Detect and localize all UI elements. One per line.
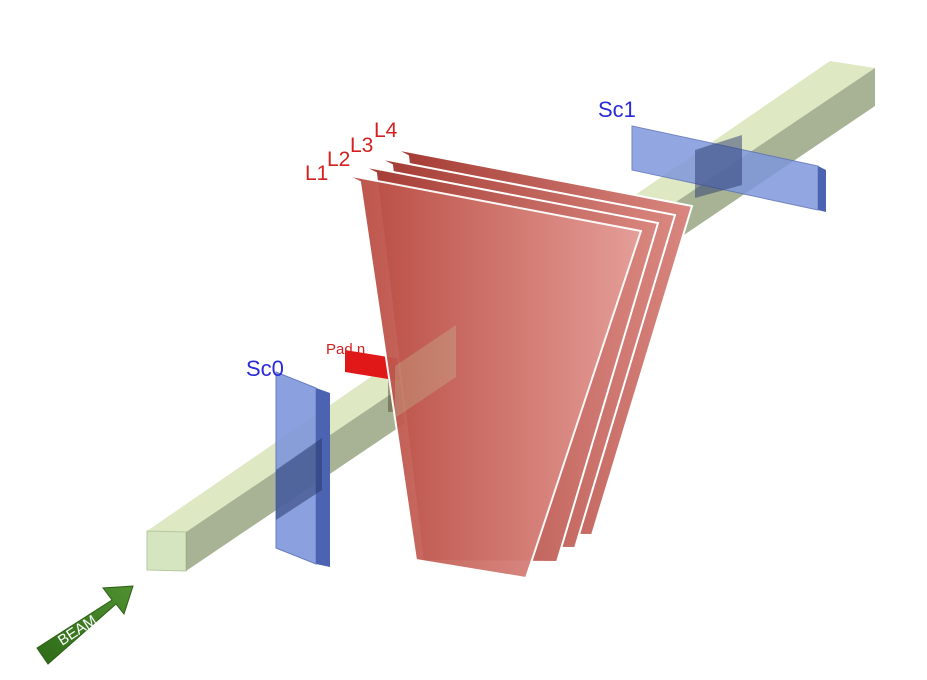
layer-l1 xyxy=(345,174,643,580)
detector-layers xyxy=(345,148,694,580)
sc0-edge xyxy=(316,388,330,567)
sc1-beam-crossing xyxy=(695,135,742,198)
beam-arrow: BEAM xyxy=(36,585,134,665)
sc1-label: Sc1 xyxy=(598,97,636,122)
layer-label-l1: L1 xyxy=(305,162,328,185)
scintillator-sc1 xyxy=(631,125,826,212)
layer-label-l4: L4 xyxy=(374,119,398,142)
pad-n-label: Pad n xyxy=(326,341,365,358)
sc0-label: Sc0 xyxy=(246,356,284,381)
beam-label: BEAM xyxy=(55,612,100,649)
layer-label-l3: L3 xyxy=(350,134,373,157)
beam-arrow-shape xyxy=(36,585,134,665)
beam-pipe-front xyxy=(146,530,187,572)
sc0-beam-crossing xyxy=(276,438,322,520)
beam-through-layer xyxy=(395,325,456,418)
sc1-edge xyxy=(818,166,826,212)
layer-label-l2: L2 xyxy=(327,148,350,171)
scintillator-sc0 xyxy=(275,371,330,567)
